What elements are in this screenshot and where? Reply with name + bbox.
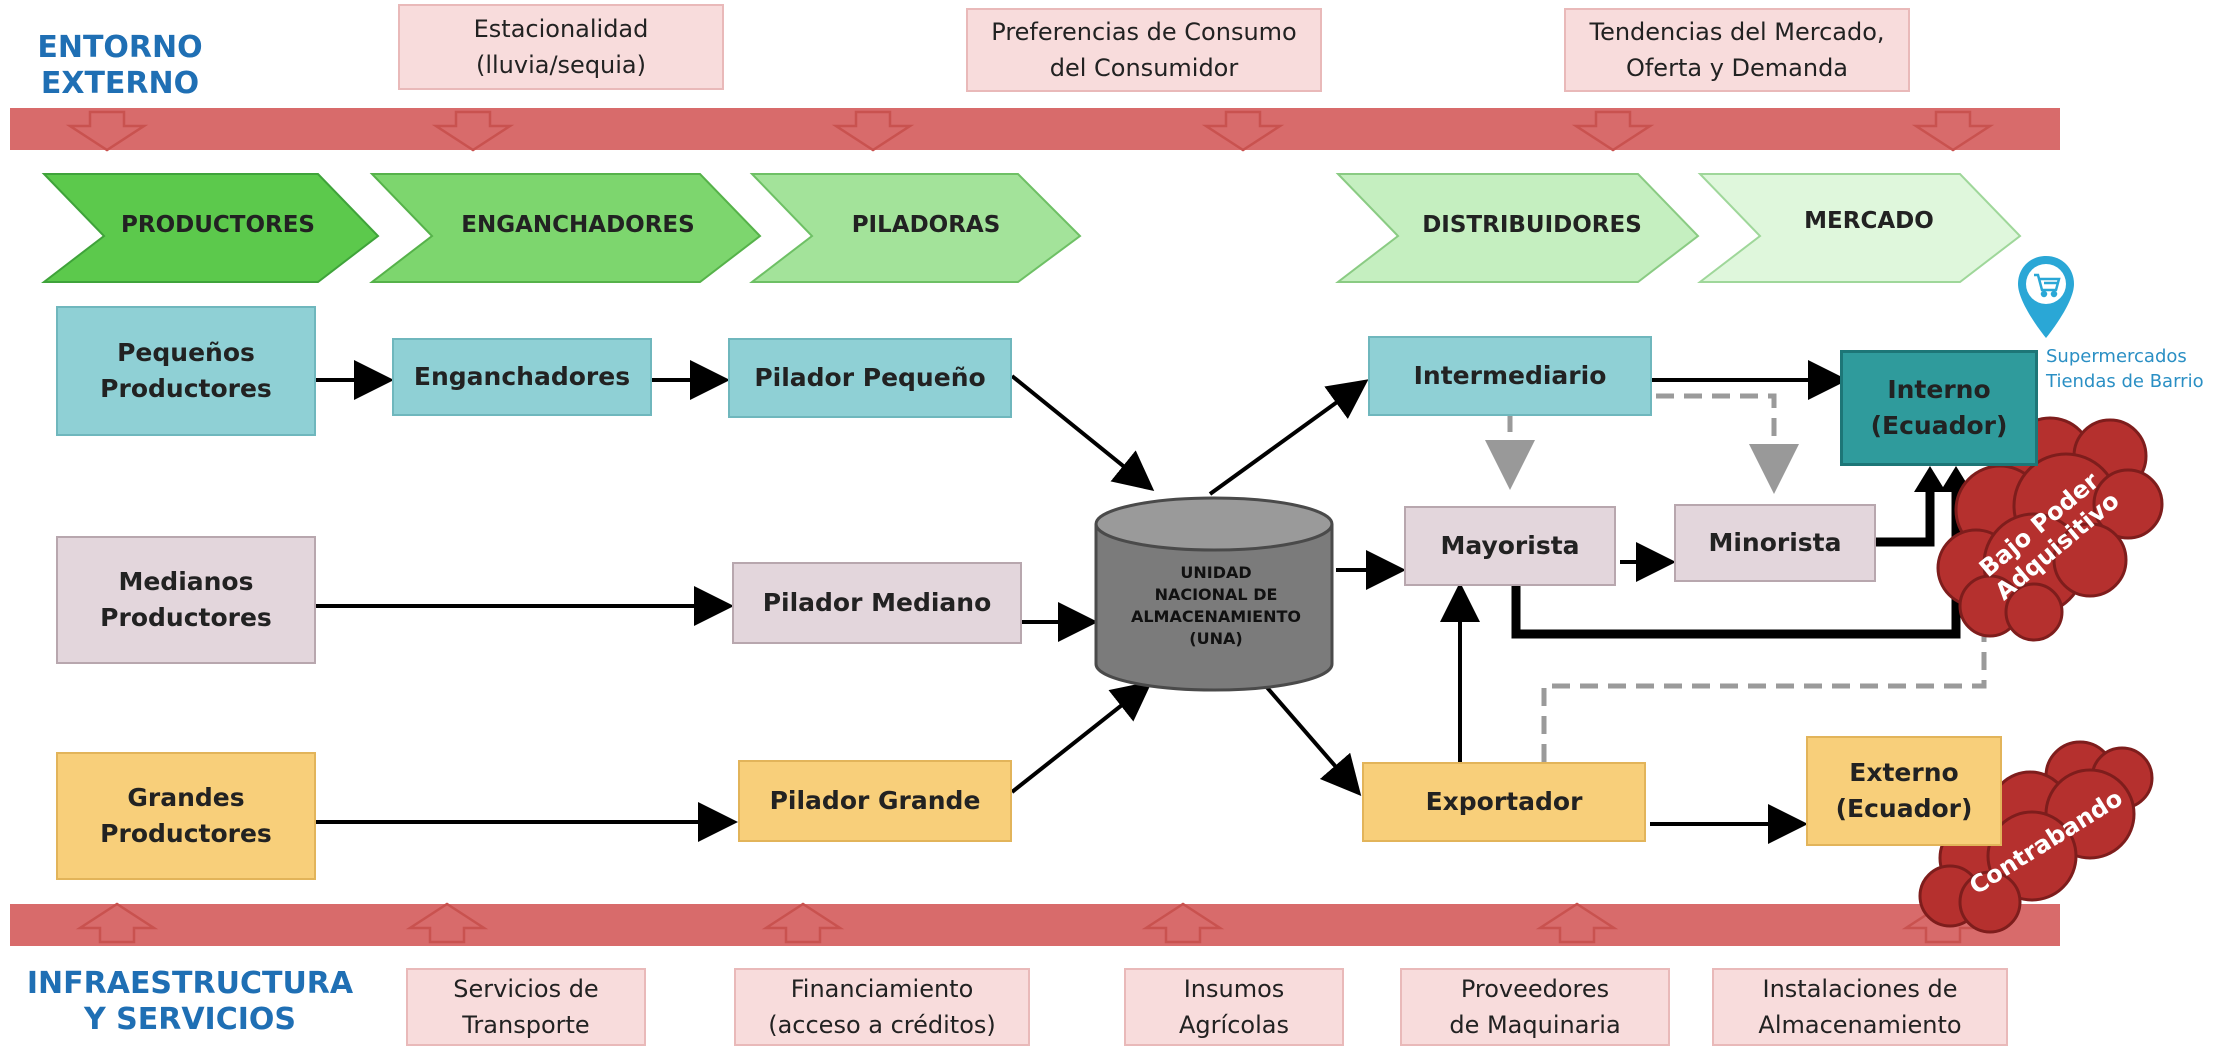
arrowhead-minorista-interno bbox=[1914, 466, 1946, 492]
interno-channels-label: Supermercados Tiendas de Barrio bbox=[2046, 346, 2204, 392]
chevron-mercado bbox=[1697, 173, 2022, 283]
factor-transport: Servicios de Transporte bbox=[406, 968, 646, 1046]
chevron-productores bbox=[41, 173, 380, 283]
intermediario-box: Intermediario bbox=[1368, 336, 1652, 416]
interno-market-box: Interno (Ecuador) bbox=[1840, 350, 2038, 466]
storage-line-4: (UNA) bbox=[1189, 629, 1242, 648]
stage-mercado: MERCADO bbox=[1804, 208, 1934, 234]
dashed-intermediario-to-minorista bbox=[1656, 393, 1799, 494]
arrow-una-to-exportador bbox=[1262, 682, 1362, 797]
line-minorista-to-interno bbox=[1876, 488, 1935, 547]
small-producers-box: Pequeños Productores bbox=[56, 306, 316, 436]
pilador-small-box: Pilador Pequeño bbox=[728, 338, 1012, 418]
medium-producers-box: Medianos Productores bbox=[56, 536, 316, 664]
chevron-piladoras bbox=[749, 173, 1082, 283]
supermarket-location-pin-icon bbox=[2018, 256, 2074, 338]
chevron-distribuidores bbox=[1335, 173, 1700, 283]
storage-line-3: ALMACENAMIENTO bbox=[1131, 607, 1301, 626]
cloud-bajo-poder bbox=[1936, 416, 2164, 642]
factor-market-trends: Tendencias del Mercado, Oferta y Demanda bbox=[1564, 8, 1910, 92]
arrow-pilador-small-to-una bbox=[1010, 374, 1155, 492]
stage-piladoras: PILADORAS bbox=[851, 212, 1001, 238]
storage-cylinder bbox=[1094, 496, 1334, 692]
infrastructure-label: INFRAESTRUCTURA Y SERVICIOS bbox=[26, 966, 354, 1037]
pilador-large-box: Pilador Grande bbox=[738, 760, 1012, 842]
factor-machinery: Proveedores de Maquinaria bbox=[1400, 968, 1670, 1046]
external-band bbox=[10, 108, 2060, 150]
infrastructure-band bbox=[10, 904, 2060, 946]
stage-enganchadores: ENGANCHADORES bbox=[461, 212, 695, 238]
stage-productores: PRODUCTORES bbox=[121, 212, 315, 238]
exportador-box: Exportador bbox=[1362, 762, 1646, 842]
dashed-exportador-to-interno bbox=[1541, 486, 2009, 762]
external-environment-label: ENTORNO EXTERNO bbox=[37, 30, 203, 101]
factor-seasonality: Estacionalidad (lluvia/sequia) bbox=[398, 4, 724, 90]
cart-icon bbox=[2034, 273, 2061, 298]
pilador-medium-box: Pilador Mediano bbox=[732, 562, 1022, 644]
minorista-box: Minorista bbox=[1674, 504, 1876, 582]
external-down-arrows bbox=[65, 110, 1995, 152]
externo-market-box: Externo (Ecuador) bbox=[1806, 736, 2002, 846]
stage-distribuidores: DISTRIBUIDORES bbox=[1422, 212, 1642, 238]
chevron-enganchadores bbox=[369, 173, 762, 283]
factor-financing: Financiamiento (acceso a créditos) bbox=[734, 968, 1030, 1046]
mayorista-box: Mayorista bbox=[1404, 506, 1616, 586]
large-producers-box: Grandes Productores bbox=[56, 752, 316, 880]
storage-line-1: UNIDAD bbox=[1180, 563, 1251, 582]
storage-text: UNIDAD NACIONAL DE ALMACENAMIENTO (UNA) bbox=[1131, 563, 1301, 648]
enganchadores-box: Enganchadores bbox=[392, 338, 652, 416]
storage-line-2: NACIONAL DE bbox=[1155, 585, 1278, 604]
factor-agri-inputs: Insumos Agrícolas bbox=[1124, 968, 1344, 1046]
factor-storage-facilities: Instalaciones de Almacenamiento bbox=[1712, 968, 2008, 1046]
arrow-pilador-large-to-una bbox=[1010, 681, 1153, 794]
arrow-una-to-intermediario bbox=[1208, 379, 1369, 496]
factor-consumer-preferences: Preferencias de Consumo del Consumidor bbox=[966, 8, 1322, 92]
